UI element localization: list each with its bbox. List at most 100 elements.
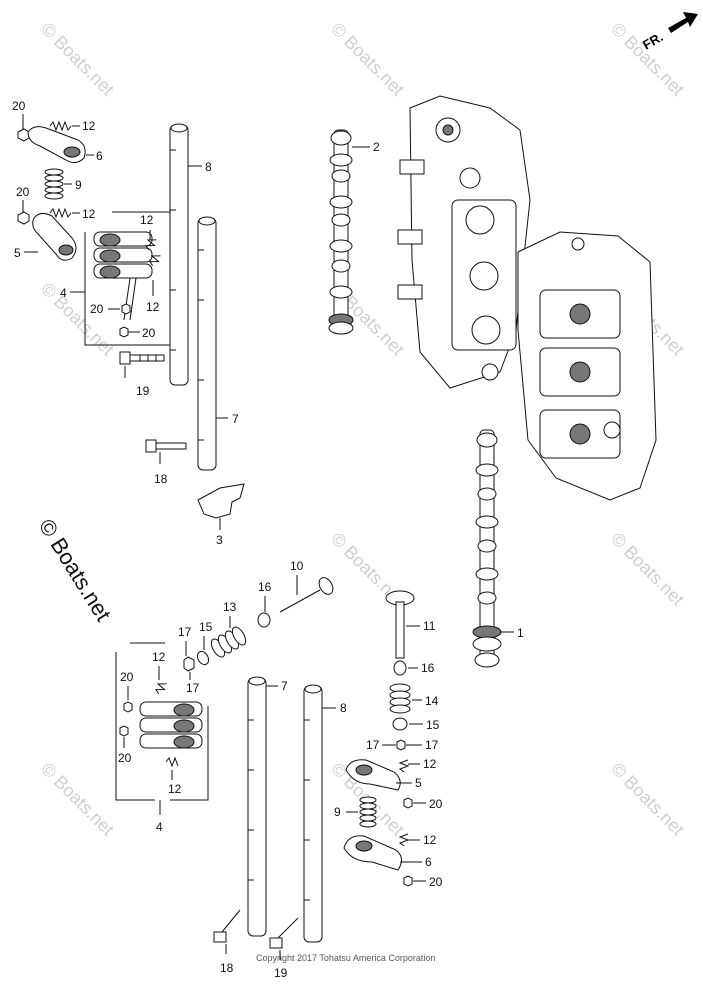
valve-keeper-icon	[396, 739, 406, 751]
callout-6: 6	[425, 855, 432, 869]
camshaft-2	[328, 129, 354, 335]
callout-12: 12	[168, 782, 182, 796]
callout-12: 12	[152, 650, 166, 664]
callout-12: 12	[82, 207, 96, 221]
callout-20: 20	[118, 751, 132, 765]
valve-spring-icon	[44, 168, 64, 200]
callout-9: 9	[334, 805, 341, 819]
callout-17: 17	[366, 738, 380, 752]
callout-3: 3	[216, 533, 223, 547]
bolt-icon	[269, 917, 299, 949]
callout-6: 6	[96, 149, 103, 163]
callout-8: 8	[340, 701, 347, 715]
push-rod-8	[169, 123, 189, 386]
arrow-icon	[668, 12, 698, 33]
nut-icon	[119, 326, 129, 338]
nut-icon	[403, 797, 413, 809]
retainer-icon	[196, 650, 210, 666]
spring-icon	[49, 120, 72, 132]
callout-17: 17	[186, 681, 200, 695]
nut-icon	[17, 211, 30, 225]
spring-icon	[144, 239, 157, 251]
callout-20: 20	[90, 302, 104, 316]
intake-valve-11	[385, 590, 415, 659]
valve-train-right: 11 16 14 15 17 17 5 12	[334, 590, 443, 889]
callout-20: 20	[120, 670, 134, 684]
spring-icon	[154, 683, 167, 695]
callout-5: 5	[415, 776, 422, 790]
callout-10: 10	[290, 559, 304, 573]
callout-19: 19	[136, 384, 150, 398]
watermark: © Boats.net	[37, 279, 118, 360]
upper-rocker-group: 20 12 6 9 20 12 5	[12, 99, 245, 547]
push-rod-7	[197, 216, 217, 471]
valve-keeper-icon	[183, 656, 195, 672]
watermark: © Boats.net	[607, 529, 688, 610]
nut-icon	[123, 701, 133, 713]
callout-5: 5	[14, 246, 21, 260]
bolt-icon	[119, 351, 165, 365]
callout-7: 7	[281, 679, 288, 693]
nut-icon	[17, 128, 30, 142]
rocker-shaft-assembly	[139, 701, 203, 749]
callout-2: 2	[373, 140, 380, 154]
cylinder-head-lower	[517, 231, 657, 501]
watermark: © Boats.net	[607, 19, 688, 100]
rocker-arm	[27, 126, 86, 164]
callout-20: 20	[142, 326, 156, 340]
rocker-arm	[343, 835, 402, 871]
callout-12: 12	[82, 119, 96, 133]
callout-20: 20	[429, 797, 443, 811]
push-rod-7	[247, 676, 267, 937]
valve-seal-icon	[393, 660, 407, 676]
nut-icon	[119, 725, 129, 737]
spring-icon	[398, 833, 410, 847]
callout-13: 13	[223, 600, 237, 614]
bolt-icon	[213, 909, 241, 943]
watermark: © Boats.net	[37, 759, 118, 840]
callout-8: 8	[205, 160, 212, 174]
spring-icon	[398, 759, 410, 773]
boats-net-watermark: © Boats.net	[34, 514, 116, 625]
spring-icon	[49, 207, 72, 219]
callout-16: 16	[258, 580, 272, 594]
nut-icon	[121, 303, 131, 315]
spring-icon	[165, 756, 179, 768]
callout-12: 12	[146, 300, 160, 314]
callout-1: 1	[517, 626, 524, 640]
callout-11: 11	[423, 619, 436, 633]
valve-seal-icon	[257, 612, 271, 628]
front-direction-indicator: FR.	[640, 12, 698, 53]
callout-18: 18	[220, 961, 234, 975]
callout-7: 7	[232, 412, 239, 426]
nut-icon	[403, 875, 413, 887]
bracket	[197, 483, 245, 519]
copyright-text: Copyright 2017 Tohatsu America Corporati…	[256, 953, 435, 963]
callout-18: 18	[154, 472, 168, 486]
callout-16: 16	[421, 661, 435, 675]
spring-icon	[148, 255, 161, 267]
cylinder-head-upper	[397, 95, 531, 389]
exhaust-valve-10	[279, 577, 334, 613]
callout-17: 17	[425, 738, 439, 752]
valve-spring-icon	[359, 796, 377, 828]
callout-12: 12	[140, 213, 154, 227]
callout-20: 20	[16, 185, 30, 199]
rocker-shaft-assembly	[93, 231, 153, 321]
camshaft-1	[472, 429, 502, 668]
callout-4: 4	[156, 820, 163, 834]
callout-17: 17	[178, 625, 192, 639]
valve-spring-icon	[389, 683, 411, 714]
callout-20: 20	[429, 875, 443, 889]
callout-19: 19	[274, 966, 288, 980]
watermark: © Boats.net	[327, 19, 408, 100]
callout-4: 4	[60, 286, 67, 300]
callout-15: 15	[199, 620, 213, 634]
callout-14: 14	[425, 694, 439, 708]
push-rod-8	[303, 684, 323, 943]
callout-12: 12	[423, 757, 437, 771]
bolt-icon	[145, 439, 187, 453]
retainer-icon	[392, 717, 408, 731]
callout-15: 15	[426, 718, 440, 732]
